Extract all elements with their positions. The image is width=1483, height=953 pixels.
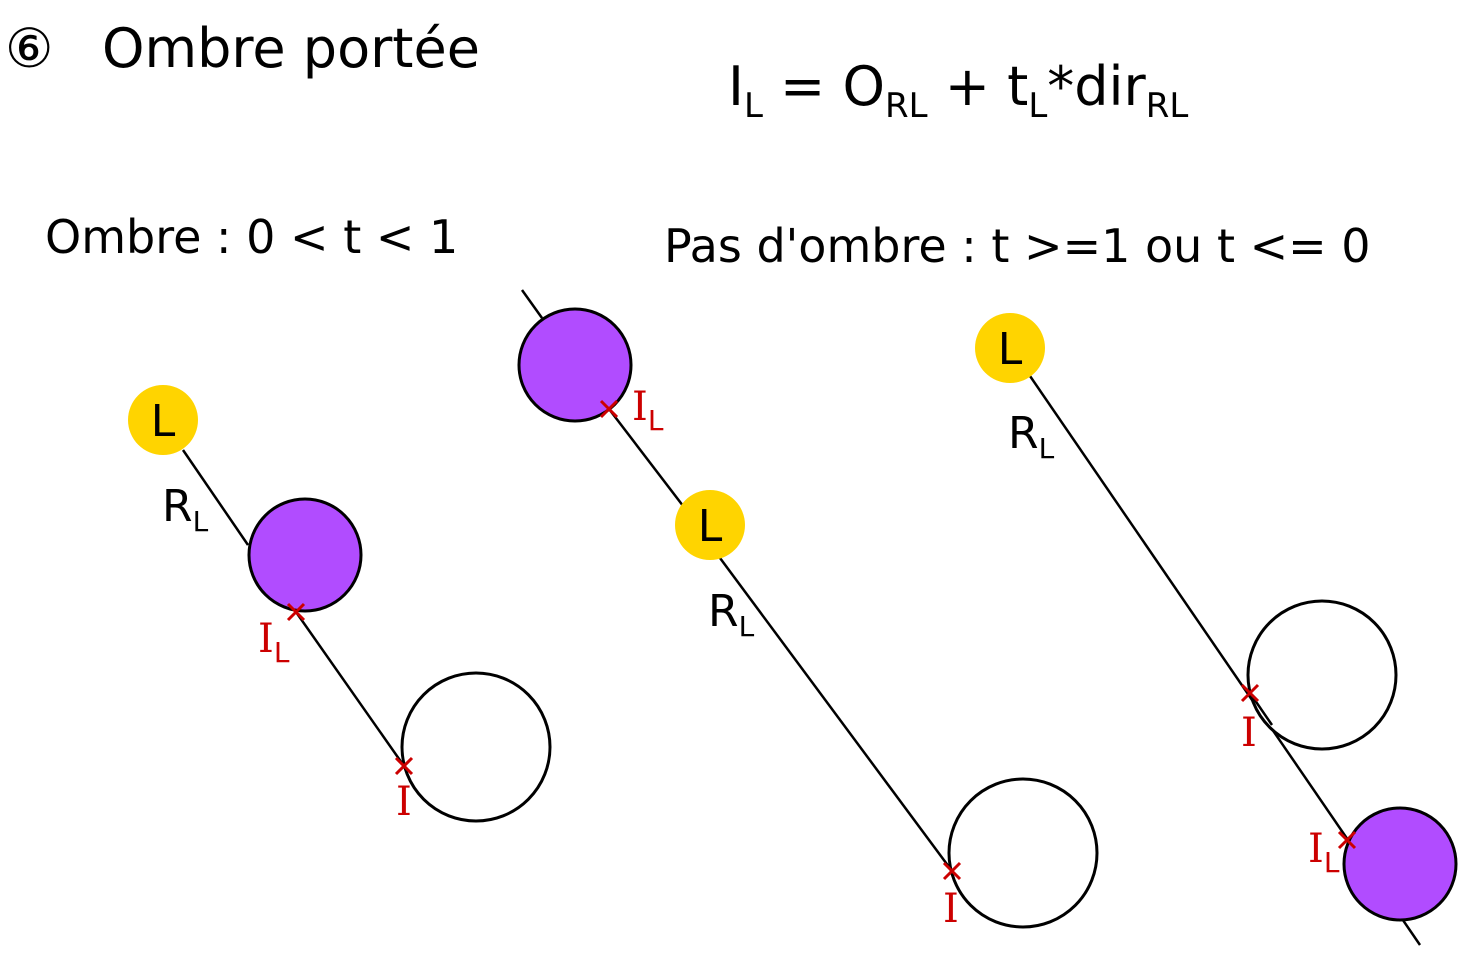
hit-label: I <box>1241 710 1257 756</box>
light-source <box>128 385 198 455</box>
light-hit-marker-icon <box>1337 830 1357 850</box>
ray-label: RL <box>162 481 209 538</box>
ray-line <box>608 408 691 516</box>
step-number: ⑥ <box>5 17 53 80</box>
object-sphere <box>947 777 1099 929</box>
object-sphere <box>1246 599 1398 751</box>
light-label: L <box>151 396 176 447</box>
light-hit-label: IL <box>632 384 664 437</box>
formula: IL = ORL + tL*dirRL <box>728 55 1188 126</box>
ray-line <box>294 611 406 767</box>
light-label: L <box>998 324 1023 375</box>
ray-label: RL <box>708 586 755 643</box>
light-hit-label: IL <box>258 616 290 669</box>
hit-marker-icon <box>394 756 414 776</box>
light-hit-marker-icon <box>286 602 306 622</box>
ray-line <box>718 557 954 872</box>
hit-label: I <box>943 886 959 932</box>
scene-no-shadow-behind: L RL IL I <box>517 289 1099 932</box>
hit-label: I <box>396 779 412 825</box>
hit-marker-icon <box>1240 683 1260 703</box>
light-hit-marker-icon <box>599 399 619 419</box>
light-source <box>975 313 1045 383</box>
occluder-sphere <box>517 307 633 423</box>
scene-no-shadow-beyond: L RL I IL <box>975 313 1458 946</box>
page-title: Ombre portée <box>102 17 480 80</box>
occluder-sphere <box>1342 806 1458 922</box>
hit-marker-icon <box>942 861 962 881</box>
light-label: L <box>698 501 723 552</box>
light-hit-label: IL <box>1308 826 1340 879</box>
object-sphere <box>400 671 552 823</box>
ray-label: RL <box>1008 408 1055 465</box>
shadow-condition: Ombre : 0 < t < 1 <box>45 210 458 264</box>
ray-line <box>520 289 544 319</box>
scene-shadow: L RL IL I <box>128 385 552 825</box>
ray-line <box>181 449 250 546</box>
no-shadow-condition: Pas d'ombre : t >=1 ou t <= 0 <box>664 219 1371 273</box>
occluder-sphere <box>247 497 363 613</box>
light-source <box>675 490 745 560</box>
